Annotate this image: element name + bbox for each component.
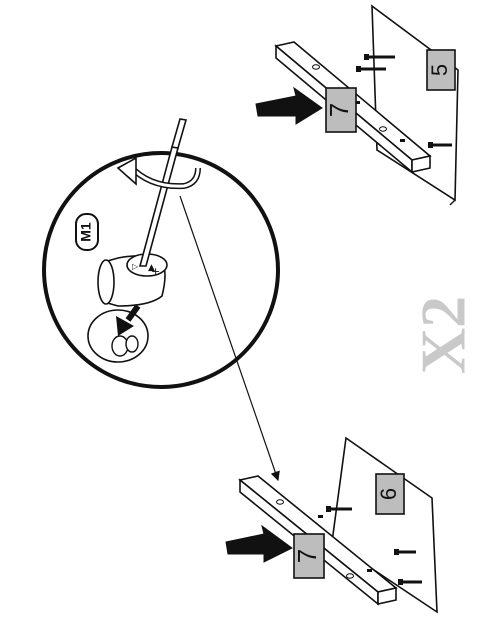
panel-5 — [371, 4, 459, 206]
push-arrow-icon — [255, 86, 323, 125]
label-5-text: 5 — [427, 64, 452, 76]
svg-text:▷: ▷ — [132, 262, 139, 271]
push-arrow-icon — [225, 524, 293, 563]
cam-lock-icon: ▷ ▲ + — [97, 253, 168, 307]
label-7-top: 7 — [324, 87, 357, 133]
top-assembly: 5 7 — [255, 4, 459, 206]
bottom-assembly: 6 7 — [225, 436, 438, 614]
m1-badge-text: M1 — [78, 222, 94, 242]
label-7-bottom: 7 — [292, 533, 325, 579]
label-6-text: 6 — [376, 488, 401, 500]
multiplier-text: X2 — [408, 296, 479, 374]
quantity-multiplier: X2 — [408, 296, 479, 374]
label-7-bottom-text: 7 — [292, 549, 322, 563]
m1-badge: M1 — [75, 213, 99, 251]
rotate-arrow-icon — [116, 156, 201, 190]
svg-text:+: + — [151, 265, 160, 278]
label-7-top-text: 7 — [324, 103, 354, 117]
detail-magnifier: ▷ ▲ + M1 — [42, 118, 280, 389]
label-5: 5 — [426, 49, 456, 91]
svg-text:▲: ▲ — [148, 263, 155, 273]
label-6: 6 — [375, 473, 405, 515]
screw-icon — [326, 506, 422, 585]
down-arrow-icon — [116, 304, 141, 336]
leader-line — [179, 195, 280, 482]
screw-icon — [356, 54, 452, 148]
